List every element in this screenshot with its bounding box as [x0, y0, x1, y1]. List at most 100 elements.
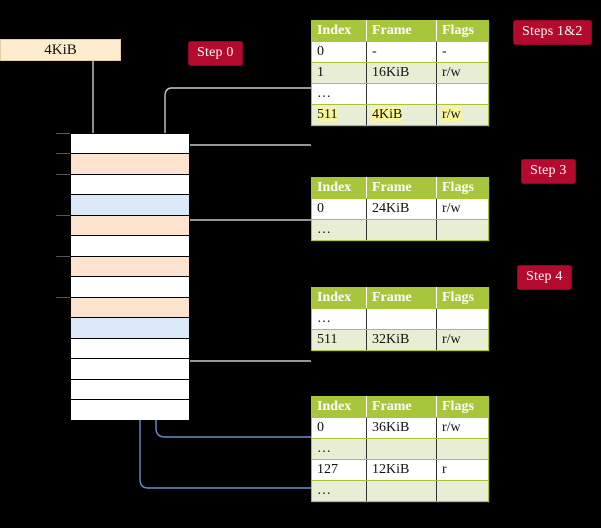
cell-flags: r/w: [436, 104, 489, 126]
table-header-row: Index Frame Flags: [311, 287, 489, 309]
cell-frame: 16KiB: [366, 62, 437, 84]
cell-flags: -: [436, 41, 489, 63]
memory-tick: [56, 256, 70, 257]
badge-step-3: Step 3: [521, 159, 576, 184]
memory-row: [70, 358, 190, 379]
cell-frame: 12KiB: [366, 459, 437, 481]
memory-row: [70, 174, 190, 194]
link-l4-16kib: [164, 87, 311, 145]
memory-row: [70, 276, 190, 297]
table-row[interactable]: …: [311, 219, 489, 241]
cell-index: 0: [311, 41, 367, 63]
table-row[interactable]: 511 32KiB r/w: [311, 329, 489, 351]
column-header-frame: Frame: [366, 20, 437, 42]
table-header-row: Index Frame Flags: [311, 20, 489, 42]
memory-row: [70, 256, 190, 276]
column-header-index: Index: [311, 177, 367, 199]
table-row[interactable]: 0 - -: [311, 41, 489, 63]
page-table-level-1: Index Frame Flags 0 36KiB r/w … 127 12Ki…: [311, 396, 489, 502]
table-header-row: Index Frame Flags: [311, 177, 489, 199]
cell-flags-text: r/w: [442, 107, 461, 122]
cell-flags: [436, 83, 489, 105]
cell-frame: 32KiB: [366, 329, 437, 351]
column-header-index: Index: [311, 20, 367, 42]
link-l1-36kib: [155, 330, 311, 438]
memory-row: [70, 338, 190, 358]
memory-row: [70, 235, 190, 256]
cell-flags: r/w: [436, 62, 489, 84]
memory-row: [70, 297, 190, 317]
cell-frame: [366, 219, 437, 241]
table-row[interactable]: 0 24KiB r/w: [311, 198, 489, 220]
table-row[interactable]: 127 12KiB r: [311, 459, 489, 481]
link-l2-32kib: [180, 312, 311, 362]
cell-flags: [436, 438, 489, 460]
column-header-frame: Frame: [366, 396, 437, 418]
memory-row: [70, 133, 190, 153]
memory-row: [70, 194, 190, 215]
cell-frame: 4KiB: [366, 104, 437, 126]
table-row[interactable]: 0 36KiB r/w: [311, 417, 489, 439]
column-header-flags: Flags: [436, 396, 489, 418]
cell-index: 1: [311, 62, 367, 84]
cell-index: 511: [311, 104, 367, 126]
table-row-highlighted[interactable]: 511 4KiB r/w: [311, 104, 489, 126]
memory-row: [70, 317, 190, 338]
cell-flags: r: [436, 459, 489, 481]
frame-size-box: 4KiB: [0, 39, 121, 61]
memory-tick: [56, 133, 70, 134]
cell-flags: r/w: [436, 329, 489, 351]
memory-row: [70, 215, 190, 235]
column-header-index: Index: [311, 287, 367, 309]
column-header-flags: Flags: [436, 20, 489, 42]
column-header-frame: Frame: [366, 287, 437, 309]
cell-index: 127: [311, 459, 367, 481]
badge-step-0: Step 0: [188, 41, 243, 66]
cell-index: …: [311, 308, 367, 330]
column-header-flags: Flags: [436, 177, 489, 199]
link-l1-12kib: [139, 218, 311, 489]
cell-index: …: [311, 219, 367, 241]
physical-memory-column: [56, 133, 190, 420]
table-row[interactable]: …: [311, 480, 489, 502]
table-row[interactable]: …: [311, 308, 489, 330]
column-header-frame: Frame: [366, 177, 437, 199]
cell-frame-text: 4KiB: [372, 107, 403, 122]
cell-frame: [366, 480, 437, 502]
badge-step-4-label: Step 4: [526, 269, 563, 284]
frame-size-label: 4KiB: [44, 41, 77, 58]
link-l3-24kib: [175, 219, 311, 248]
memory-row: [70, 399, 190, 420]
cell-frame: [366, 83, 437, 105]
table-header-row: Index Frame Flags: [311, 396, 489, 418]
memory-tick: [56, 215, 70, 216]
cell-frame: [366, 308, 437, 330]
table-row[interactable]: …: [311, 83, 489, 105]
page-table-level-4: Index Frame Flags 0 - - 1 16KiB r/w …: [311, 20, 489, 126]
memory-tick: [56, 153, 70, 154]
memory-row: [70, 379, 190, 399]
cell-frame: 36KiB: [366, 417, 437, 439]
memory-tick: [56, 174, 70, 175]
page-table-level-2: Index Frame Flags … 511 32KiB r/w: [311, 287, 489, 351]
table-row[interactable]: …: [311, 438, 489, 460]
badge-steps-1-2-label: Steps 1&2: [522, 24, 583, 39]
page-table-level-3: Index Frame Flags 0 24KiB r/w …: [311, 177, 489, 241]
memory-row: [70, 153, 190, 174]
link-4kib-to-frame: [89, 51, 94, 145]
column-header-flags: Flags: [436, 287, 489, 309]
cell-frame: [366, 438, 437, 460]
column-header-index: Index: [311, 396, 367, 418]
cell-flags: r/w: [436, 417, 489, 439]
cell-frame: 24KiB: [366, 198, 437, 220]
cell-flags: r/w: [436, 198, 489, 220]
badge-steps-1-2: Steps 1&2: [513, 20, 592, 45]
table-row[interactable]: 1 16KiB r/w: [311, 62, 489, 84]
cell-index-text: 511: [317, 107, 338, 122]
cell-index: …: [311, 83, 367, 105]
memory-tick: [56, 297, 70, 298]
cell-index: …: [311, 480, 367, 502]
cell-index: 0: [311, 417, 367, 439]
cell-index: 511: [311, 329, 367, 351]
